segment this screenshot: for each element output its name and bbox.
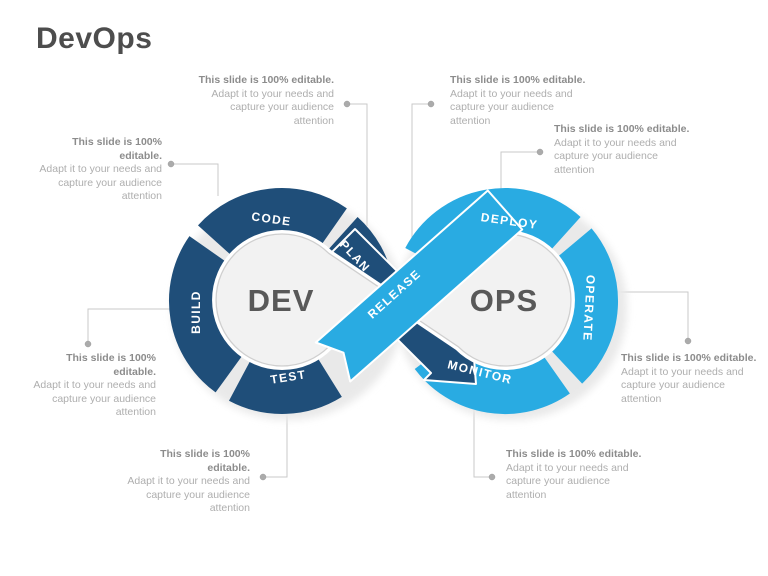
note-title: This slide is 100% editable. (506, 448, 642, 460)
connector-dot (536, 148, 544, 156)
note-body: Adapt it to your needs and capture your … (554, 136, 677, 176)
connector-dot (167, 160, 175, 168)
editable-note-top-right: This slide is 100% editable. Adapt it to… (450, 74, 590, 128)
connector-dot (343, 100, 351, 108)
note-title: This slide is 100% editable. (621, 352, 757, 364)
editable-note-bottom-right: This slide is 100% editable. Adapt it to… (506, 448, 646, 502)
note-body: Adapt it to your needs and capture your … (211, 87, 334, 127)
page-title: DevOps (36, 22, 153, 55)
connector-dot (488, 473, 496, 481)
connector-line (171, 163, 219, 196)
connector-line (500, 151, 540, 190)
note-title: This slide is 100% editable. (450, 74, 586, 86)
ops-label: OPS (470, 283, 538, 318)
label-test: TEST (269, 367, 307, 387)
note-title: This slide is 100% editable. (198, 74, 334, 86)
note-body: Adapt it to your needs and capture your … (506, 461, 629, 501)
label-code: CODE (251, 209, 293, 228)
connector-line (617, 291, 689, 341)
note-title: This slide is 100% editable. (160, 448, 250, 474)
note-body: Adapt it to your needs and capture your … (127, 475, 250, 514)
note-title: This slide is 100% editable. (554, 123, 690, 135)
connector-line (263, 414, 288, 478)
dev-label: DEV (248, 283, 315, 318)
note-body: Adapt it to your needs and capture your … (39, 163, 162, 202)
release-ribbon (314, 189, 524, 383)
note-title: This slide is 100% editable. (66, 352, 156, 378)
note-body: Adapt it to your needs and capture your … (450, 87, 573, 127)
note-title: This slide is 100% editable. (72, 136, 162, 162)
connector-lines (84, 100, 692, 481)
label-operate: OPERATE (580, 274, 597, 342)
dev-pin (212, 230, 406, 370)
editable-note-top-left: This slide is 100% editable. Adapt it to… (194, 74, 334, 128)
connector-line (347, 103, 368, 226)
editable-note-lower-left: This slide is 100% editable. Adapt it to… (26, 352, 156, 420)
segment-test (228, 354, 342, 414)
connector-line (473, 410, 492, 478)
note-body: Adapt it to your needs and capture your … (33, 379, 156, 418)
connector-dot (427, 100, 435, 108)
editable-note-far-right-top: This slide is 100% editable. Adapt it to… (554, 123, 696, 177)
connector-dot (84, 340, 92, 348)
segment-code (197, 187, 347, 259)
editable-note-upper-left: This slide is 100% editable. Adapt it to… (28, 136, 162, 204)
connector-line (87, 308, 170, 344)
note-body: Adapt it to your needs and capture your … (621, 365, 744, 405)
segment-operate (548, 228, 618, 384)
label-build: BUILD (189, 290, 203, 334)
connector-dot (259, 473, 267, 481)
editable-note-lower-right: This slide is 100% editable. Adapt it to… (621, 352, 763, 406)
dev-pin-shape (215, 233, 400, 367)
connector-line (411, 103, 431, 240)
segment-build (169, 236, 246, 393)
editable-note-bottom-left: This slide is 100% editable. Adapt it to… (118, 448, 250, 516)
connector-dot (684, 337, 692, 345)
